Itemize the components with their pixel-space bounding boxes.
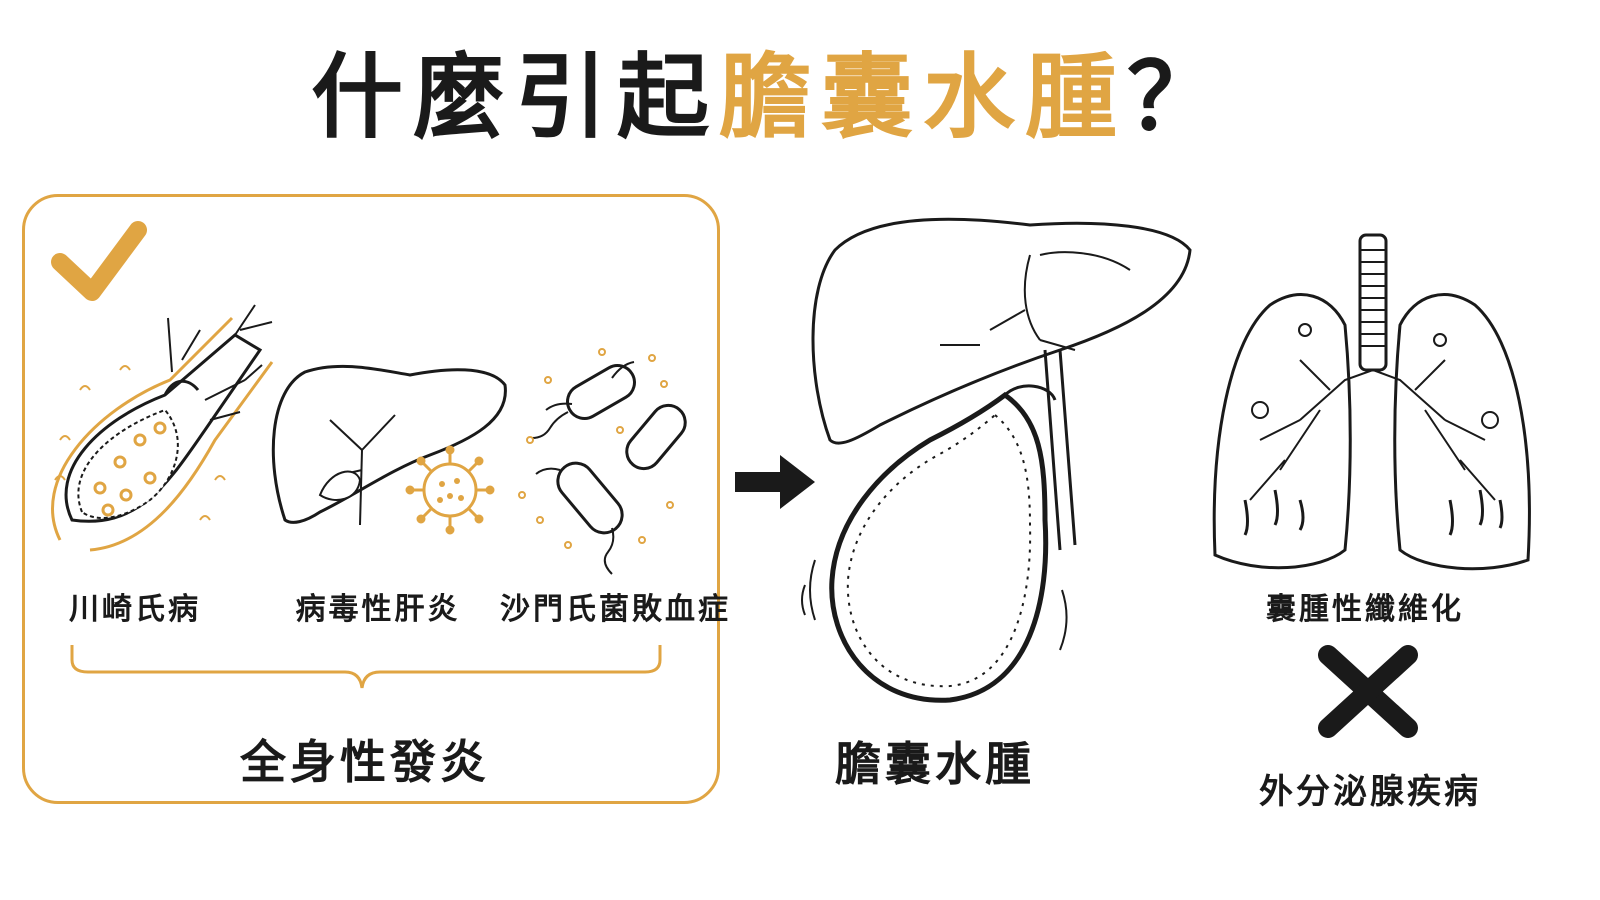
liver-gallbladder-icon <box>801 217 1192 703</box>
liver-icon <box>271 364 507 526</box>
lungs-icon <box>1212 233 1531 571</box>
label-gallbladder-hydrops: 膽囊水腫 <box>835 737 1035 791</box>
group-brace <box>70 645 662 689</box>
systemic-inflammation-box <box>22 194 720 804</box>
label-kawasaki: 川崎氏病 <box>69 592 201 627</box>
bacteria-icon <box>518 348 687 575</box>
label-exocrine-disease: 外分泌腺疾病 <box>1259 772 1481 812</box>
title-highlight: 膽囊水腫 <box>718 44 1127 151</box>
label-systemic-inflammation: 全身性發炎 <box>240 735 490 789</box>
page-title: 什麼引起膽囊水腫？ <box>0 38 1540 158</box>
arrow-right-icon <box>735 455 815 509</box>
blood-vessel-icon <box>51 304 274 552</box>
label-salmonella-sepsis: 沙門氏菌敗血症 <box>500 592 731 627</box>
check-icon <box>51 221 147 301</box>
title-prefix: 什麼引起 <box>310 44 719 151</box>
label-cystic-fibrosis: 囊腫性纖維化 <box>1266 592 1464 627</box>
title-suffix: ？ <box>1127 44 1230 151</box>
cross-icon <box>1318 645 1418 738</box>
virus-icon <box>405 445 495 535</box>
label-viral-hepatitis: 病毒性肝炎 <box>295 592 461 627</box>
